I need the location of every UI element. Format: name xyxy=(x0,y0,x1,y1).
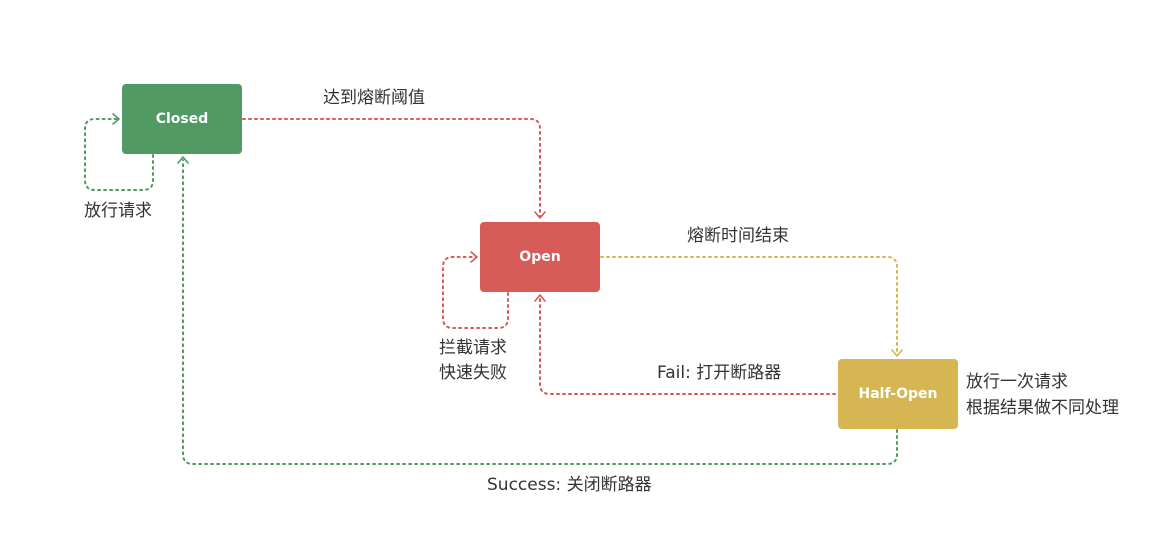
arrowhead-half-open-to-open xyxy=(534,294,546,302)
closed-to-open-edge xyxy=(242,118,541,217)
label-closed-to-open: 达到熔断阈值 xyxy=(323,88,425,108)
half-open-to-closed-edge xyxy=(182,159,898,465)
half-open-to-open-edge xyxy=(539,297,836,395)
open-to-half-open-edge xyxy=(600,256,898,355)
arrowhead-closed-self xyxy=(112,113,120,125)
label-half-open-to-open: Fail: 打开断路器 xyxy=(657,363,782,383)
arrowhead-half-open-to-closed xyxy=(177,156,189,164)
label-open-self-line2: 快速失败 xyxy=(439,363,507,383)
label-closed-self: 放行请求 xyxy=(84,201,152,221)
state-half-open: Half-Open xyxy=(838,359,958,429)
arrowhead-closed-to-open xyxy=(534,211,546,219)
note-half-open-line1: 放行一次请求 xyxy=(966,372,1068,392)
label-open-self-line1: 拦截请求 xyxy=(439,338,507,358)
arrowhead-open-to-half-open xyxy=(891,349,903,357)
arrowhead-open-self xyxy=(470,251,478,263)
state-open: Open xyxy=(480,222,600,292)
label-half-open-to-closed: Success: 关闭断路器 xyxy=(487,475,652,495)
note-half-open-line2: 根据结果做不同处理 xyxy=(966,398,1119,418)
closed-self-loop-edge xyxy=(84,118,154,191)
open-self-loop-edge xyxy=(442,256,509,329)
label-open-to-half-open: 熔断时间结束 xyxy=(687,226,789,246)
state-closed: Closed xyxy=(122,84,242,154)
